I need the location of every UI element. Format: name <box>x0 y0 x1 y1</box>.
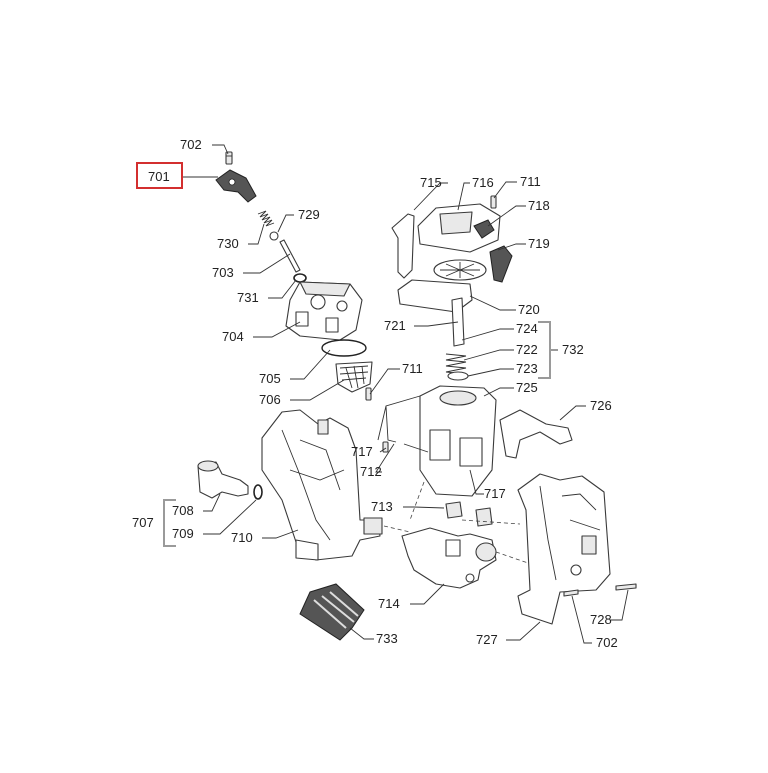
bracket-732 <box>538 321 551 379</box>
part-719-lever <box>489 245 513 283</box>
part-712-wire <box>377 395 429 453</box>
label-708: 708 <box>172 503 194 518</box>
highlight-box-701 <box>136 162 183 189</box>
part-labels: 702 701 729 730 703 731 704 705 706 711 … <box>132 137 618 650</box>
part-722-spring <box>445 353 467 375</box>
group-brackets <box>163 321 558 547</box>
part-714-drive-unit <box>401 527 497 589</box>
label-732: 732 <box>562 342 584 357</box>
part-723-washer <box>447 371 469 381</box>
label-711-top: 711 <box>520 174 541 189</box>
part-713-caps <box>445 501 493 527</box>
leader-lines <box>183 144 629 644</box>
part-702-screw-bottom <box>563 589 579 597</box>
part-711-screw-top <box>490 195 497 209</box>
label-724: 724 <box>516 321 538 336</box>
part-725-brew-unit <box>419 385 497 497</box>
part-711-screw-mid <box>365 387 372 401</box>
part-726-lever-arm <box>499 409 573 459</box>
part-727-right-frame <box>517 473 611 625</box>
label-721: 721 <box>384 318 406 333</box>
label-706: 706 <box>259 392 281 407</box>
part-718-knob <box>473 219 495 239</box>
part-706-filter <box>335 361 373 393</box>
label-719: 719 <box>528 236 550 251</box>
bracket-707 <box>163 499 176 547</box>
label-720: 720 <box>518 302 540 317</box>
label-712: 712 <box>360 464 382 479</box>
label-711-mid: 711 <box>402 361 423 376</box>
label-730: 730 <box>217 236 239 251</box>
label-733: 733 <box>376 631 398 646</box>
label-728: 728 <box>590 612 612 627</box>
part-702-screw-top <box>225 151 233 165</box>
label-717-right: 717 <box>484 486 506 501</box>
part-716-upper-housing <box>417 203 501 253</box>
part-strainer-disc <box>433 259 487 281</box>
label-702-bottom: 702 <box>596 635 618 650</box>
label-727: 727 <box>476 632 498 647</box>
label-707: 707 <box>132 515 154 530</box>
label-715: 715 <box>420 175 442 190</box>
label-723: 723 <box>516 361 538 376</box>
part-729-ball <box>269 231 279 241</box>
label-710: 710 <box>231 530 253 545</box>
part-717-screw <box>382 441 389 453</box>
part-715-clip <box>391 213 415 279</box>
part-728-screw <box>615 583 637 591</box>
label-705: 705 <box>259 371 281 386</box>
label-729: 729 <box>298 207 320 222</box>
label-702-top: 702 <box>180 137 202 152</box>
label-709: 709 <box>172 526 194 541</box>
label-722: 722 <box>516 342 538 357</box>
part-703-pin <box>279 239 301 273</box>
part-730-spring <box>257 210 275 227</box>
label-714: 714 <box>378 596 400 611</box>
label-725: 725 <box>516 380 538 395</box>
label-718: 718 <box>528 198 550 213</box>
part-709-oring <box>253 484 263 500</box>
label-716: 716 <box>472 175 494 190</box>
label-717-left: 717 <box>351 444 373 459</box>
label-704: 704 <box>222 329 244 344</box>
part-705-gasket <box>321 339 367 357</box>
label-731: 731 <box>237 290 259 305</box>
part-708-coupling <box>197 460 249 499</box>
label-726: 726 <box>590 398 612 413</box>
part-710-left-frame <box>261 409 383 561</box>
label-701: 701 <box>148 169 170 184</box>
part-733-drip-cover <box>299 583 365 641</box>
part-701-lever <box>215 169 257 203</box>
label-703: 703 <box>212 265 234 280</box>
label-713: 713 <box>371 499 393 514</box>
part-704-valve-body <box>285 281 363 341</box>
